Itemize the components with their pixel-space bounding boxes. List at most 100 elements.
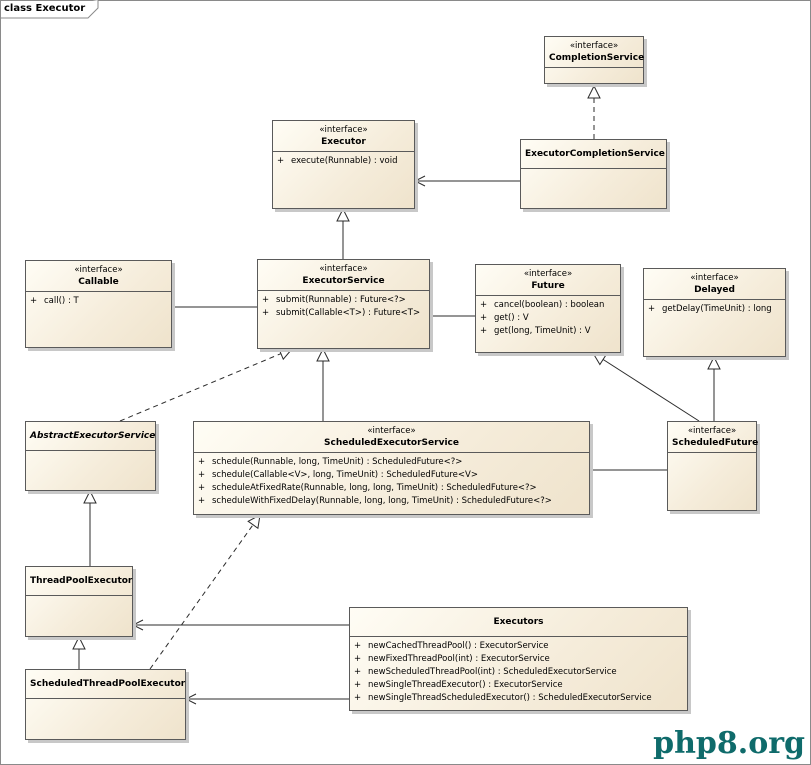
operation: + newFixedThreadPool(int) : ExecutorServi… [354,653,683,666]
operation-signature: newSingleThreadScheduledExecutor() : Sch… [368,693,652,703]
edge-abstract-realizes-executorservice [119,349,292,422]
class-thread-pool-executor[interactable]: ThreadPoolExecutor [25,566,133,637]
stereotype: «interface» [367,426,416,436]
visibility: + [198,457,206,467]
stereotype: «interface» [319,125,368,135]
stereotype: «interface» [319,264,368,274]
visibility: + [198,470,206,480]
visibility: + [480,300,488,310]
class-scheduled-executor-service[interactable]: «interface» ScheduledExecutorService + sc… [193,421,590,515]
operation: + cancel(boolean) : boolean [480,299,616,312]
operation: + execute(Runnable) : void [277,155,410,168]
operations: +getDelay(TimeUnit) : long [644,300,785,319]
class-scheduled-future[interactable]: «interface» ScheduledFuture [667,421,759,511]
class-abstract-executor-service[interactable]: AbstractExecutorService [25,421,156,491]
operation: + scheduleWithFixedDelay(Runnable, long, … [198,495,585,508]
class-header: «interface» ScheduledFuture [668,422,759,453]
operation: + newScheduledThreadPool(int) : Scheduled… [354,666,683,679]
operations: + submit(Runnable) : Future<?> + submit(Ca… [258,291,429,323]
operation-signature: cancel(boolean) : boolean [494,300,605,310]
class-name: ThreadPoolExecutor [30,576,133,586]
visibility: + [648,304,656,314]
class-future[interactable]: «interface» Future + cancel(boolean) : bo… [475,264,621,353]
class-callable[interactable]: «interface» Callable + call() : T [25,260,172,348]
class-executor-service[interactable]: «interface» ExecutorService + submit(Runn… [257,259,430,349]
visibility: + [354,667,362,677]
edge-scheduledfuture-extends-future [593,353,700,422]
class-executor-completion-service[interactable]: ExecutorCompletionService [520,139,667,209]
class-header: «interface» Executor [273,121,414,152]
operations: + execute(Runnable) : void [273,152,414,171]
class-name: Executors [493,617,544,627]
visibility: + [354,693,362,703]
operations: + newCachedThreadPool() : ExecutorService… [350,637,687,708]
operation-signature: scheduleWithFixedDelay(Runnable, long, l… [212,496,552,506]
operation-signature: execute(Runnable) : void [291,156,398,166]
class-header: «interface» ScheduledExecutorService [194,422,589,453]
visibility: + [480,313,488,323]
operation-signature: get() : V [494,313,529,323]
visibility: + [262,308,270,318]
frame-tab-shape [0,0,99,19]
class-executors[interactable]: Executors + newCachedThreadPool() : Execu… [349,607,688,711]
class-name: ScheduledThreadPoolExecutor [30,679,186,689]
stereotype: «interface» [687,426,737,436]
class-header: «interface» Future [476,265,620,296]
stereotype: «interface» [690,273,739,283]
edge-stpe-realizes-ses [149,515,260,670]
operation-signature: submit(Callable<T>) : Future<T> [276,308,421,318]
class-header: «interface» Callable [26,261,171,292]
class-name: CompletionService [549,53,645,63]
operation-signature: schedule(Callable<V>, long, TimeUnit) : … [212,470,478,480]
class-header: «interface» CompletionService [545,37,645,68]
class-header: ThreadPoolExecutor [26,567,132,596]
class-executor[interactable]: «interface» Executor + execute(Runnable) … [272,120,415,209]
visibility: + [198,496,206,506]
operation: + submit(Callable<T>) : Future<T> [262,307,425,320]
operation-signature: newFixedThreadPool(int) : ExecutorServic… [368,654,550,664]
class-name: Future [531,281,565,291]
operations: + schedule(Runnable, long, TimeUnit) : Sc… [194,453,589,511]
operation-signature: submit(Runnable) : Future<?> [276,295,406,305]
class-header: AbstractExecutorService [26,422,155,451]
class-scheduled-thread-pool-executor[interactable]: ScheduledThreadPoolExecutor [25,669,186,740]
operation-signature: schedule(Runnable, long, TimeUnit) : Sch… [212,457,463,467]
class-name: Delayed [694,285,735,295]
class-completion-service[interactable]: «interface» CompletionService [544,36,644,84]
operation-signature: get(long, TimeUnit) : V [494,326,591,336]
class-name: Callable [78,277,119,287]
operation-signature: newScheduledThreadPool(int) : ScheduledE… [368,667,617,677]
operation: + newSingleThreadScheduledExecutor() : Sc… [354,692,683,705]
watermark-logo: php8.org [653,726,805,761]
visibility: + [354,654,362,664]
operations: + call() : T [26,292,171,311]
visibility: + [354,641,362,651]
operations: + cancel(boolean) : boolean + get() : V +g… [476,296,620,341]
class-name: AbstractExecutorService [30,431,156,441]
class-header: «interface» Delayed [644,269,785,300]
operation: + schedule(Callable<V>, long, TimeUnit) :… [198,469,585,482]
class-name: ExecutorCompletionService [525,149,665,159]
operation: + newCachedThreadPool() : ExecutorService [354,640,683,653]
visibility: + [277,156,285,166]
class-delayed[interactable]: «interface» Delayed +getDelay(TimeUnit) … [643,268,786,357]
class-header: ScheduledThreadPoolExecutor [26,670,185,699]
operation-signature: newCachedThreadPool() : ExecutorService [368,641,549,651]
operation-signature: call() : T [44,296,79,306]
visibility: + [198,483,206,493]
visibility: + [30,296,38,306]
operation: + call() : T [30,295,167,308]
class-name: ScheduledFuture [672,438,759,448]
operation-signature: newSingleThreadExecutor() : ExecutorServ… [368,680,563,690]
class-header: «interface» ExecutorService [258,260,429,291]
operation-signature: scheduleAtFixedRate(Runnable, long, long… [212,483,537,493]
operation: + get() : V [480,312,616,325]
operation: +get(long, TimeUnit) : V [480,325,616,338]
operation: + newSingleThreadExecutor() : ExecutorSer… [354,679,683,692]
class-header: Executors [350,608,687,637]
visibility: + [354,680,362,690]
operation: +getDelay(TimeUnit) : long [648,303,781,316]
class-name: Executor [321,137,366,147]
